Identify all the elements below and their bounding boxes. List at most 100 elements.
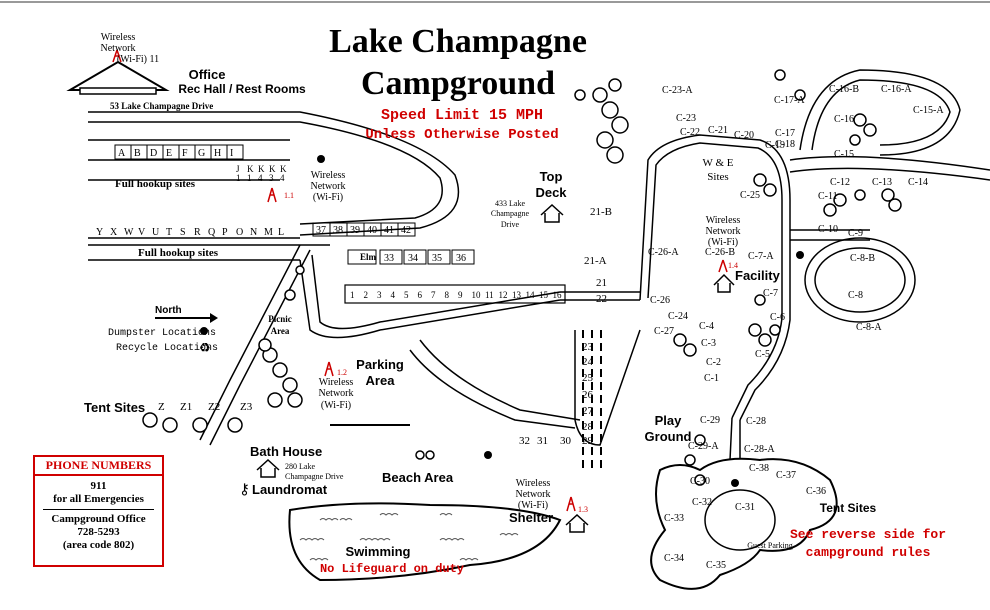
phone-header: PHONE NUMBERS <box>35 457 162 476</box>
site-label: B <box>134 148 141 159</box>
site-label: K <box>247 164 254 174</box>
site-box <box>226 144 244 160</box>
site-label: C-37 <box>776 470 796 481</box>
site-label: F <box>182 148 188 159</box>
wifi-11b-l1: Wireless <box>311 170 346 181</box>
office-building-icon <box>66 60 170 91</box>
site-label: 12 <box>499 290 508 300</box>
wifi-13-l3: (Wi-Fi) <box>518 500 548 511</box>
shelter-label: Shelter <box>509 510 553 525</box>
wifi-12-l3: (Wi-Fi) <box>321 400 351 411</box>
site-label: W <box>124 227 134 238</box>
site-label: C-14 <box>908 177 928 188</box>
site-label: C-2 <box>706 357 721 368</box>
wifi-num-12: 1.2 <box>337 368 347 377</box>
no-lifeguard-label: No Lifeguard on duty <box>320 562 464 576</box>
site-label: C-4 <box>699 321 714 332</box>
site-label: C-18 <box>775 139 795 150</box>
phone-numbers-box: PHONE NUMBERS 911 for all Emergencies Ca… <box>33 455 164 567</box>
site-label: 11 <box>485 290 494 300</box>
wifi-13-l1: Wireless <box>516 478 551 489</box>
site-label: K <box>269 164 276 174</box>
site-label: C-16-A <box>881 84 912 95</box>
recycle-icon: ♻ <box>199 341 211 356</box>
site-label: 24 <box>582 356 594 368</box>
site-label: 15 <box>539 290 549 300</box>
site-label: C-3 <box>701 338 716 349</box>
picnic-label-2: Area <box>271 326 290 336</box>
top-deck-label-1: Top <box>540 169 563 184</box>
site-label: A <box>118 148 126 159</box>
top-deck-addr-1: 433 Lake <box>495 199 525 208</box>
site-label: C-26 <box>650 295 670 306</box>
site-label: C-26-A <box>648 247 679 258</box>
wifi-11b-l3: (Wi-Fi) <box>313 192 343 203</box>
site-label: C-30 <box>690 476 710 487</box>
dumpster-legend: Dumpster Locations <box>108 327 216 339</box>
site-label: C-27 <box>654 326 674 337</box>
dumpster-markers <box>200 155 804 487</box>
page-title-line1: Lake Champagne <box>329 23 587 60</box>
site-box <box>397 222 416 237</box>
bath-addr-2: Champagne Drive <box>285 472 344 481</box>
site-label: C-28-A <box>744 444 775 455</box>
site-label: 3 <box>377 290 382 300</box>
playground-label-1: Play <box>655 413 683 428</box>
beach-area-label: Beach Area <box>382 470 454 485</box>
site-label: C-6 <box>770 312 785 323</box>
site-label: 31 <box>537 435 548 447</box>
site-label: C-29-A <box>688 441 719 452</box>
site-label: Z <box>158 401 165 413</box>
site-label: 4 <box>258 173 263 183</box>
site-label: C-15 <box>834 149 854 160</box>
full-hookup-label-2: Full hookup sites <box>138 247 219 259</box>
site-label: M <box>264 227 273 238</box>
wifi-tower-icons <box>112 49 728 512</box>
site-label: C-32 <box>692 497 712 508</box>
tent-sites-left-label: Tent Sites <box>84 400 145 415</box>
site-label: 22 <box>596 293 607 305</box>
site-label: C-10 <box>818 224 838 235</box>
site-label: 3 <box>269 173 274 183</box>
laundromat-label: Laundromat <box>252 482 328 497</box>
wifi-num-14: 1.4 <box>728 261 738 270</box>
wifi-11b-l2: Network <box>311 181 346 192</box>
north-arrow-icon <box>155 313 218 323</box>
site-label: T <box>166 227 172 238</box>
site-label: P <box>222 227 228 238</box>
site-label: C-7-A <box>748 251 774 262</box>
site-label: 1 <box>247 173 252 183</box>
site-label: C-20 <box>734 130 754 141</box>
site-label: X <box>110 227 118 238</box>
north-label: North <box>155 305 182 316</box>
site-label: 37 <box>316 225 326 236</box>
site-label: C-16 <box>834 114 854 125</box>
wifi-12-l1: Wireless <box>319 377 354 388</box>
site-label: 30 <box>560 435 572 447</box>
elm-label: Elm <box>360 252 377 262</box>
site-label: C-13 <box>872 177 892 188</box>
guest-parking-label: Guest Parking <box>747 541 793 550</box>
site-label: 33 <box>384 253 394 264</box>
site-label: 1 <box>236 173 241 183</box>
office-title: Office <box>189 67 226 82</box>
phone-divider <box>43 509 154 510</box>
site-label: C-33 <box>664 513 684 524</box>
site-label: D <box>150 148 157 159</box>
site-label: C-12 <box>830 177 850 188</box>
site-label: Z1 <box>180 401 192 413</box>
site-label: I <box>230 148 233 159</box>
wifi-14-l1: Wireless <box>706 215 741 226</box>
wifi-num-11: 1.1 <box>284 191 294 200</box>
site-label: C-9 <box>848 228 863 239</box>
site-label: 29 <box>582 435 594 447</box>
site-label: C-26-B <box>705 247 735 258</box>
lake-waves <box>299 513 519 561</box>
diag-row-box <box>344 284 566 304</box>
